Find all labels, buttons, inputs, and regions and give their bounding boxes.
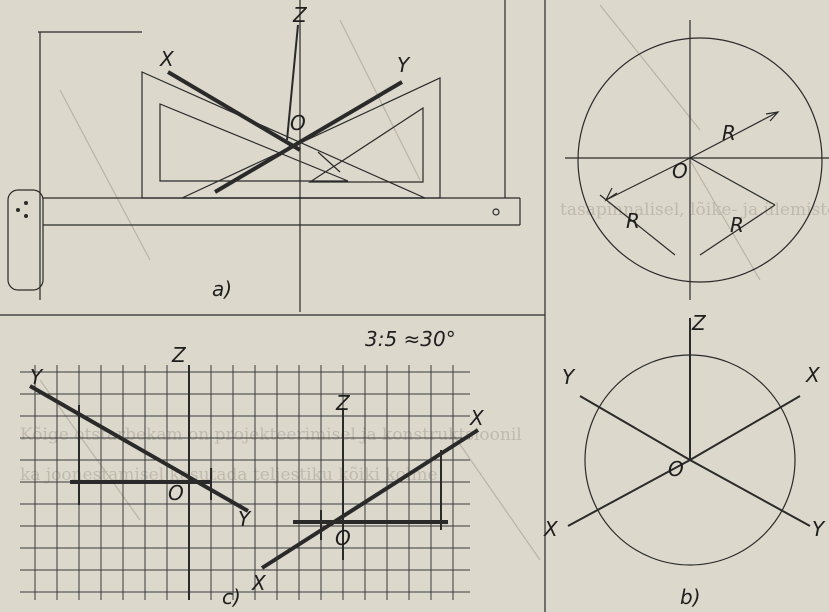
- label-y-b-bottom: Y: [812, 517, 826, 541]
- circle-figure: O R R R: [565, 20, 829, 300]
- triangle-right: [181, 77, 441, 199]
- label-x-b-bottom: X: [543, 517, 559, 541]
- label-origin-a: O: [290, 111, 306, 135]
- construction-circle: [577, 37, 823, 283]
- label-x-c-right-top: X: [469, 406, 485, 430]
- axis-y-b-top: [579, 395, 691, 461]
- label-y-c-left-bottom: Y: [238, 507, 252, 531]
- axis-y-a: [213, 80, 404, 194]
- label-x-a: X: [159, 47, 175, 71]
- label-y-c-left-top: Y: [30, 365, 44, 389]
- radius-line-right: [689, 157, 776, 206]
- axis-z-a: [286, 24, 299, 141]
- label-y-a: Y: [397, 53, 411, 77]
- label-origin-circle: O: [672, 159, 688, 183]
- triangle-right-cutout: [307, 106, 424, 183]
- label-r-right: R: [730, 213, 744, 237]
- radius-line-left: [605, 157, 691, 201]
- figure-c: 3:5 ≈30°: [20, 327, 485, 609]
- label-z-c-left: Z: [171, 343, 187, 367]
- label-z-c-right: Z: [335, 391, 351, 415]
- caption-b: b): [680, 585, 701, 609]
- bleed-line-2: Kõige otstarbekam on projekteerimisel ja…: [20, 425, 522, 445]
- caption-c: c): [222, 585, 241, 609]
- label-r-top: R: [722, 121, 736, 145]
- axis-x-b-bottom: [567, 459, 691, 527]
- label-x-b-top: X: [805, 363, 821, 387]
- label-y-b-top: Y: [562, 365, 576, 389]
- axis-x-b-top: [689, 395, 801, 461]
- tsquare-head: [7, 189, 44, 291]
- label-x-c-right-bottom: X: [251, 571, 267, 595]
- label-z-b: Z: [691, 311, 707, 335]
- axis-x-a: [166, 70, 302, 152]
- section-dividers: [0, 0, 546, 612]
- axis-x-c-right: [260, 428, 480, 570]
- label-r-left: R: [626, 209, 640, 233]
- axis-y-c-left: [29, 384, 249, 513]
- axis-y-b-bottom: [689, 459, 811, 527]
- label-z-a: Z: [292, 3, 308, 27]
- radius-line-top: [689, 111, 779, 159]
- caption-a: a): [212, 277, 232, 301]
- figure-b: Z X Y X Y O b): [543, 311, 826, 609]
- figure-a: Z X Y O a): [7, 0, 521, 312]
- bleed-line-1: tasapinnalisel, lõike- ja ülemistele par…: [560, 200, 829, 220]
- label-origin-c-left: O: [168, 481, 184, 505]
- triangle-left-cutout: [159, 103, 349, 182]
- label-origin-c-right: O: [335, 526, 351, 550]
- label-origin-b: O: [668, 457, 684, 481]
- ratio-label: 3:5 ≈30°: [365, 327, 456, 351]
